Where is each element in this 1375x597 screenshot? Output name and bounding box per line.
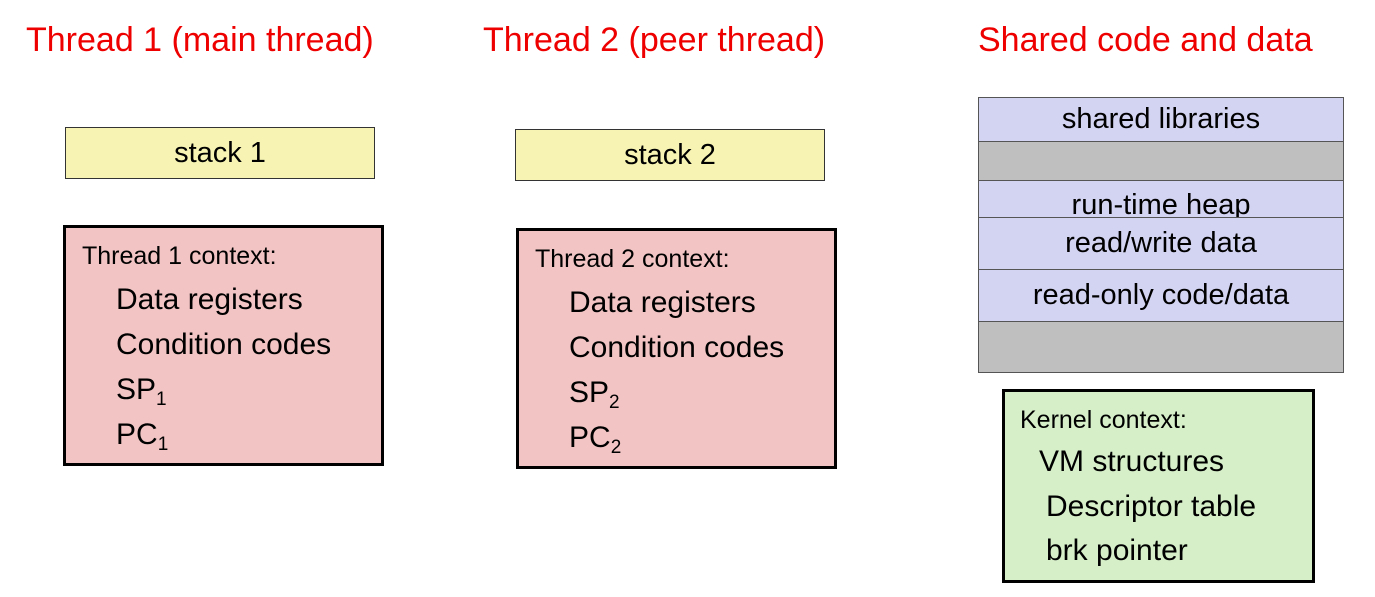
read-only-segment: read-only code/data xyxy=(978,269,1344,322)
thread2-context-box: Thread 2 context: Data registers Conditi… xyxy=(516,228,837,469)
stack-2-label: stack 2 xyxy=(624,138,716,171)
thread1-sp-subscript: 1 xyxy=(156,389,167,410)
thread1-context-title: Thread 1 context: xyxy=(82,242,277,270)
thread2-sp: SP2 xyxy=(569,376,620,414)
thread1-condition-codes: Condition codes xyxy=(116,328,332,361)
thread1-pc-subscript: 1 xyxy=(157,434,169,455)
thread2-pc: PC2 xyxy=(569,421,621,459)
stack-1-box: stack 1 xyxy=(65,127,375,179)
memory-gap-bottom xyxy=(978,321,1344,373)
kernel-context-title: Kernel context: xyxy=(1020,406,1187,434)
thread1-pc: PC1 xyxy=(116,418,168,456)
shared-libraries-label: shared libraries xyxy=(1061,103,1261,135)
runtime-heap-segment: run-time heap xyxy=(978,180,1344,218)
read-only-label: read-only code/data xyxy=(1032,279,1290,311)
thread2-heading: Thread 2 (peer thread) xyxy=(483,21,826,59)
thread2-sp-subscript: 2 xyxy=(609,392,620,413)
shared-libraries-segment: shared libraries xyxy=(978,97,1344,142)
shared-heading: Shared code and data xyxy=(978,21,1313,59)
kernel-vm-structures: VM structures xyxy=(1039,445,1225,478)
thread2-sp-label: SP xyxy=(569,376,610,409)
thread2-pc-subscript: 2 xyxy=(610,437,622,458)
read-write-data-label: read/write data xyxy=(1065,227,1257,259)
thread2-data-registers: Data registers xyxy=(569,286,756,319)
thread1-data-registers: Data registers xyxy=(116,283,303,316)
read-write-data-segment: read/write data xyxy=(978,217,1344,270)
kernel-context-box: Kernel context: VM structures Descriptor… xyxy=(1002,389,1315,583)
thread2-condition-codes: Condition codes xyxy=(569,331,785,364)
thread1-sp-label: SP xyxy=(116,373,157,406)
kernel-descriptor-table: Descriptor table xyxy=(1046,490,1257,523)
thread2-context-title: Thread 2 context: xyxy=(535,245,730,273)
stack-2-box: stack 2 xyxy=(515,129,825,181)
thread1-pc-label: PC xyxy=(116,418,158,451)
kernel-brk-pointer: brk pointer xyxy=(1046,534,1188,567)
thread2-pc-label: PC xyxy=(569,421,611,454)
memory-gap-top xyxy=(978,141,1344,181)
stack-1-label: stack 1 xyxy=(174,136,266,169)
thread1-sp: SP1 xyxy=(116,373,167,411)
thread1-context-box: Thread 1 context: Data registers Conditi… xyxy=(63,225,384,466)
runtime-heap-label: run-time heap xyxy=(1071,189,1251,218)
thread1-heading: Thread 1 (main thread) xyxy=(26,21,374,59)
